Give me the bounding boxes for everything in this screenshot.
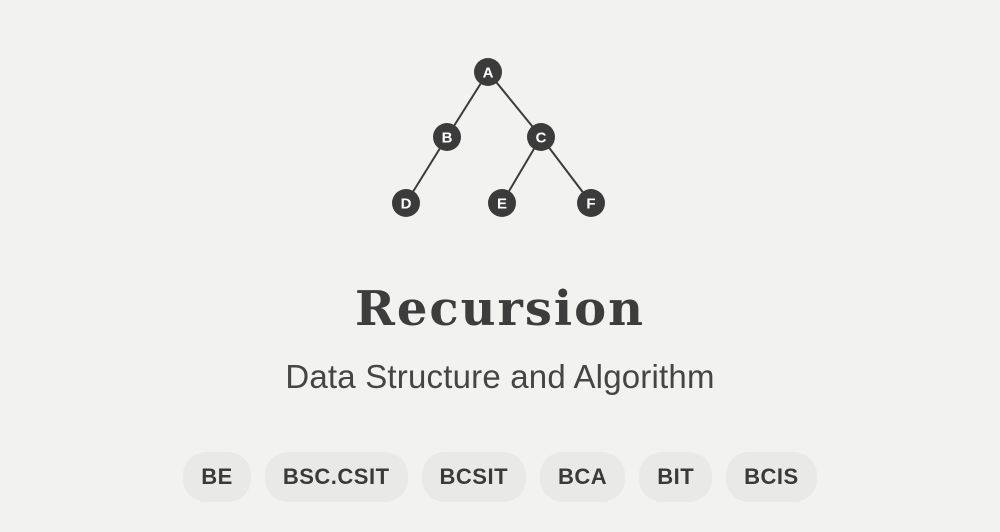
tag-list: BE BSC.CSIT BCSIT BCA BIT BCIS	[0, 452, 1000, 502]
tree-node-label: E	[497, 196, 507, 213]
binary-tree-diagram: A B C D E F	[392, 58, 605, 217]
tree-node-circle	[488, 189, 516, 217]
tree-node-circle	[527, 123, 555, 151]
tree-node-c: C	[527, 123, 555, 151]
tree-node-b: B	[433, 123, 461, 151]
tree-node-label: A	[483, 65, 494, 82]
tag-badge-be: BE	[183, 452, 251, 502]
tree-node-label: C	[536, 130, 547, 147]
tree-node-circle	[577, 189, 605, 217]
tag-badge-bsc-csit: BSC.CSIT	[264, 452, 408, 502]
tag-badge-bcsit: BCSIT	[421, 452, 527, 502]
tree-node-circle	[433, 123, 461, 151]
tree-node-label: F	[586, 196, 595, 213]
tag-badge-bca: BCA	[540, 452, 626, 502]
tree-node-d: D	[392, 189, 420, 217]
tree-node-f: F	[577, 189, 605, 217]
tag-badge-bcis: BCIS	[726, 452, 817, 502]
tree-node-a: A	[474, 58, 502, 86]
tree-node-circle	[474, 58, 502, 86]
tag-badge-bit: BIT	[639, 452, 713, 502]
tree-node-e: E	[488, 189, 516, 217]
subtitle: Data Structure and Algorithm	[285, 358, 715, 395]
tree-node-label: B	[442, 130, 453, 147]
page-title: Recursion	[354, 281, 645, 337]
tree-node-label: D	[401, 196, 412, 213]
tree-node-circle	[392, 189, 420, 217]
